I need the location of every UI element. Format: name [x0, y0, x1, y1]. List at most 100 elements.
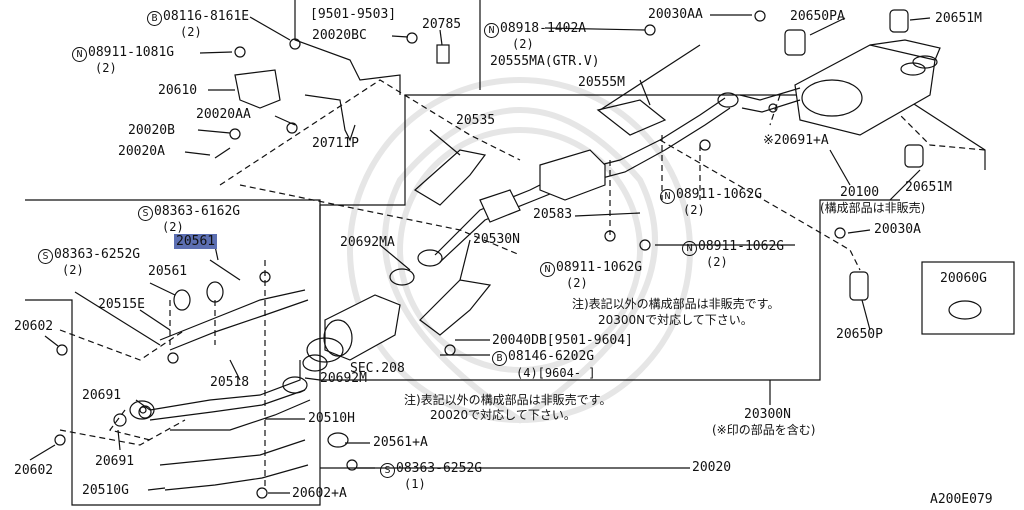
label-20555ma[interactable]: 20555MA(GTR.V)	[490, 54, 600, 69]
label-20100[interactable]: 20100	[840, 185, 880, 200]
note-1-line-1: 注)表記以外の構成部品は非販売です。	[572, 297, 780, 311]
front-pipe-shape	[129, 289, 311, 491]
label-20691-lower[interactable]: 20691	[95, 454, 135, 469]
label-20020[interactable]: 20020	[692, 460, 732, 475]
label-20300n[interactable]: 20300N	[744, 407, 791, 422]
frame-20020	[25, 199, 321, 506]
label-sec208[interactable]: SEC.208	[350, 361, 405, 376]
label-20650p[interactable]: 20650P	[836, 327, 883, 342]
bolt-type-marker: N	[484, 23, 499, 38]
part-number: 08911-1062G	[698, 239, 785, 254]
plug-20060g	[948, 300, 982, 320]
label-20561[interactable]: 20561	[148, 264, 188, 279]
label-20691-upper[interactable]: 20691	[82, 388, 122, 403]
part-number: 08911-1081G	[88, 45, 175, 60]
mount-20651m-top	[889, 9, 909, 33]
label-20583[interactable]: 20583	[533, 207, 573, 222]
label-20692m[interactable]: 20692M	[320, 371, 367, 386]
label-20030aa[interactable]: 20030AA	[648, 7, 703, 22]
pre-muffler-shape	[306, 294, 401, 363]
insulator-20530n	[419, 279, 492, 336]
box-20060g	[921, 261, 1015, 335]
label-20711p[interactable]: 20711P	[312, 136, 359, 151]
label-20530n[interactable]: 20530N	[473, 232, 520, 247]
center-pipe-shape	[417, 92, 739, 267]
qty-08911-1062g-c: (2)	[566, 276, 588, 290]
label-20510g[interactable]: 20510G	[82, 483, 129, 498]
label-20040db[interactable]: 20040DB[9501-9604]	[492, 333, 633, 348]
label-20602-bottom[interactable]: 20602	[14, 463, 54, 478]
bolt-type-marker: B	[147, 11, 162, 26]
label-20535[interactable]: 20535	[456, 113, 496, 128]
bracket-20711p	[304, 94, 356, 142]
label-20650pa[interactable]: 20650PA	[790, 9, 845, 24]
frame-20300n	[320, 94, 986, 206]
qty-08911-1062g-b: (2)	[706, 255, 728, 269]
bolt-type-marker: S	[380, 463, 395, 478]
highlighted-part-number: 20561	[174, 234, 218, 249]
bolt-type-marker: N	[540, 262, 555, 277]
qty-08363-6162g: (2)	[162, 220, 184, 234]
label-20518[interactable]: 20518	[210, 375, 250, 390]
label-20555m[interactable]: 20555M	[578, 75, 625, 90]
part-number: 08363-6252G	[396, 461, 483, 476]
qty-08911-1062g-a: (2)	[683, 203, 705, 217]
label-20060g[interactable]: 20060G	[940, 271, 987, 286]
label-20691a[interactable]: ※20691+A	[763, 133, 829, 148]
label-20020b[interactable]: 20020B	[128, 123, 175, 138]
label-20610[interactable]: 20610	[158, 83, 198, 98]
label-20020bc[interactable]: 20020BC	[312, 28, 367, 43]
label-20515e[interactable]: 20515E	[98, 297, 145, 312]
label-20602a[interactable]: 20602+A	[292, 486, 347, 501]
bolt-type-marker: S	[138, 206, 153, 221]
part-number: 08363-6162G	[154, 204, 241, 219]
part-number: 08911-1062G	[556, 260, 643, 275]
label-20785[interactable]: 20785	[422, 17, 462, 32]
label-20510h[interactable]: 20510H	[308, 411, 355, 426]
label-20020a[interactable]: 20020A	[118, 144, 165, 159]
part-number: 08146-6202G	[508, 349, 595, 364]
qty-08363-6252g-b: (1)	[404, 477, 426, 491]
mount-20650pa	[784, 29, 806, 56]
insulator-20535	[413, 149, 487, 206]
note-20100: (構成部品は非販売)	[820, 201, 926, 215]
label-20561-highlighted[interactable]: 20561	[174, 234, 218, 249]
qty-08116: (2)	[180, 25, 202, 39]
label-20561a[interactable]: 20561+A	[373, 435, 428, 450]
note-2-line-1: 注)表記以外の構成部品は非販売です。	[404, 393, 612, 407]
qty-08363-6252g-a: (2)	[62, 263, 84, 277]
bolt-type-marker: N	[72, 47, 87, 62]
part-number: 08363-6252G	[54, 247, 141, 262]
label-20020aa[interactable]: 20020AA	[196, 107, 251, 122]
bolt-type-marker: B	[492, 351, 507, 366]
label-20651m-bottom[interactable]: 20651M	[905, 180, 952, 195]
label-20030a[interactable]: 20030A	[874, 222, 921, 237]
part-number: 08911-1062G	[676, 187, 763, 202]
part-number: 08116-8161E	[163, 9, 250, 24]
label-20602-top[interactable]: 20602	[14, 319, 54, 334]
note-2-line-2: 20020で対応して下さい。	[430, 408, 576, 422]
label-20692ma[interactable]: 20692MA	[340, 235, 395, 250]
mount-20651m-bot	[904, 144, 924, 168]
label-9501-9503: [9501-9503]	[310, 7, 397, 22]
diagram-id: A200E079	[930, 492, 993, 507]
label-20651m-top[interactable]: 20651M	[935, 11, 982, 26]
leader-lines	[29, 14, 931, 494]
qty-08911-1081g: (2)	[95, 61, 117, 75]
frame-20300n-low	[319, 199, 900, 381]
frame-top	[294, 0, 401, 95]
part-number: 08918-1402A	[500, 21, 587, 36]
mount-20650p	[849, 271, 869, 301]
